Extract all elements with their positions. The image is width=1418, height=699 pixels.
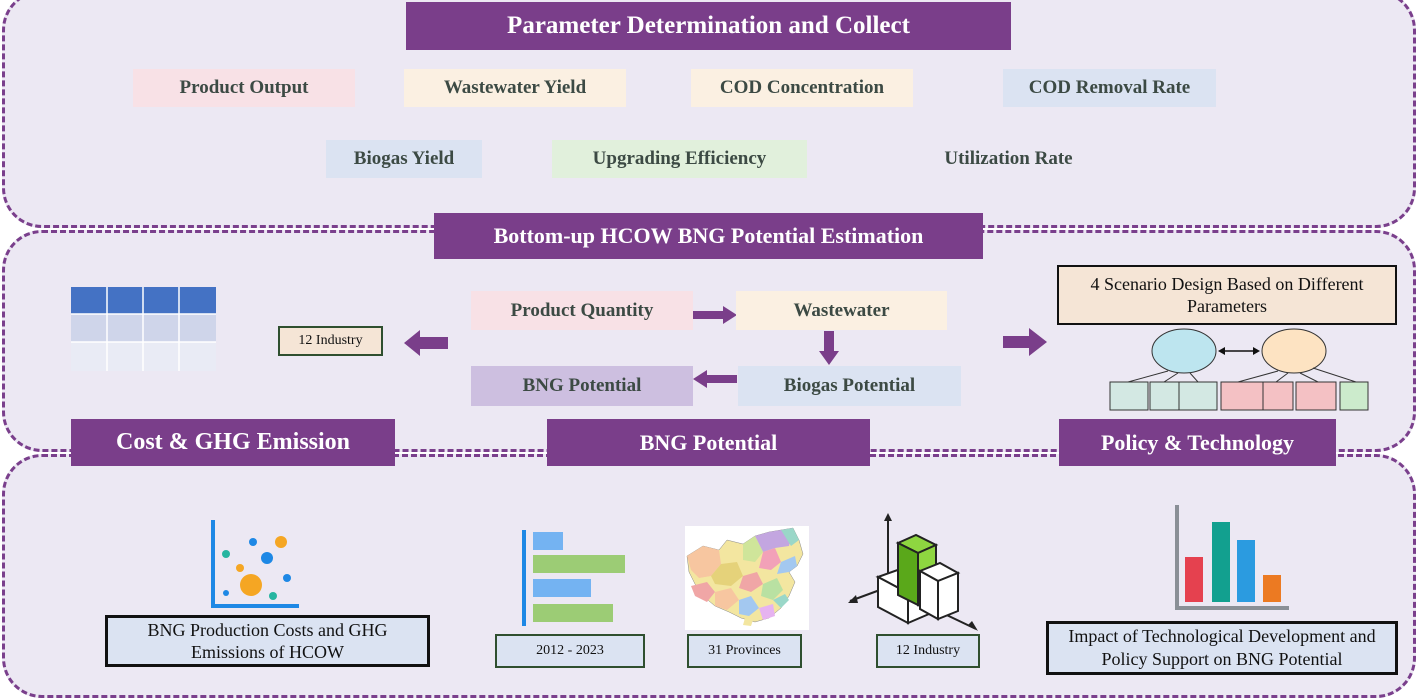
param-biogas-yield: Biogas Yield bbox=[326, 140, 482, 178]
industry-label-box: 12 Industry bbox=[278, 326, 383, 356]
column-chart-icon bbox=[1175, 505, 1289, 610]
industry-output-label: 12 Industry bbox=[876, 634, 980, 668]
bng-potential-title: BNG Potential bbox=[547, 419, 870, 466]
parameter-title: Parameter Determination and Collect bbox=[406, 2, 1011, 50]
biogas-potential-box: Biogas Potential bbox=[738, 366, 961, 406]
param-wastewater-yield: Wastewater Yield bbox=[404, 69, 626, 107]
param-cod-concentration: COD Concentration bbox=[691, 69, 913, 107]
years-label: 2012 - 2023 bbox=[495, 634, 645, 668]
param-product-output: Product Output bbox=[133, 69, 355, 107]
policy-technology-title: Policy & Technology bbox=[1059, 419, 1336, 466]
param-upgrading-efficiency: Upgrading Efficiency bbox=[552, 140, 807, 178]
arrow-right-icon bbox=[693, 306, 737, 324]
china-map-icon bbox=[685, 526, 809, 630]
table-icon bbox=[71, 287, 216, 371]
3d-bar-icon bbox=[848, 513, 978, 631]
product-quantity-box: Product Quantity bbox=[471, 291, 693, 330]
arrow-right-big-icon bbox=[1003, 328, 1047, 356]
impact-box: Impact of Technological Development and … bbox=[1046, 621, 1398, 675]
scenario-design-box: 4 Scenario Design Based on Different Par… bbox=[1057, 265, 1397, 325]
arrow-left-small-icon bbox=[693, 370, 737, 388]
param-cod-removal-rate: COD Removal Rate bbox=[1003, 69, 1216, 107]
estimation-title: Bottom-up HCOW BNG Potential Estimation bbox=[434, 213, 983, 259]
scenario-tree-icon bbox=[1109, 328, 1369, 411]
bar-chart-icon bbox=[522, 530, 625, 626]
wastewater-box: Wastewater bbox=[736, 291, 947, 330]
provinces-label: 31 Provinces bbox=[687, 634, 802, 668]
cost-ghg-box: BNG Production Costs and GHG Emissions o… bbox=[105, 615, 430, 667]
bng-potential-box: BNG Potential bbox=[471, 366, 693, 406]
scatter-chart-icon bbox=[211, 520, 299, 608]
cost-ghg-title: Cost & GHG Emission bbox=[71, 419, 395, 466]
arrow-left-icon bbox=[404, 330, 448, 356]
param-utilization-rate: Utilization Rate bbox=[944, 148, 1073, 169]
arrow-down-icon bbox=[819, 331, 839, 365]
